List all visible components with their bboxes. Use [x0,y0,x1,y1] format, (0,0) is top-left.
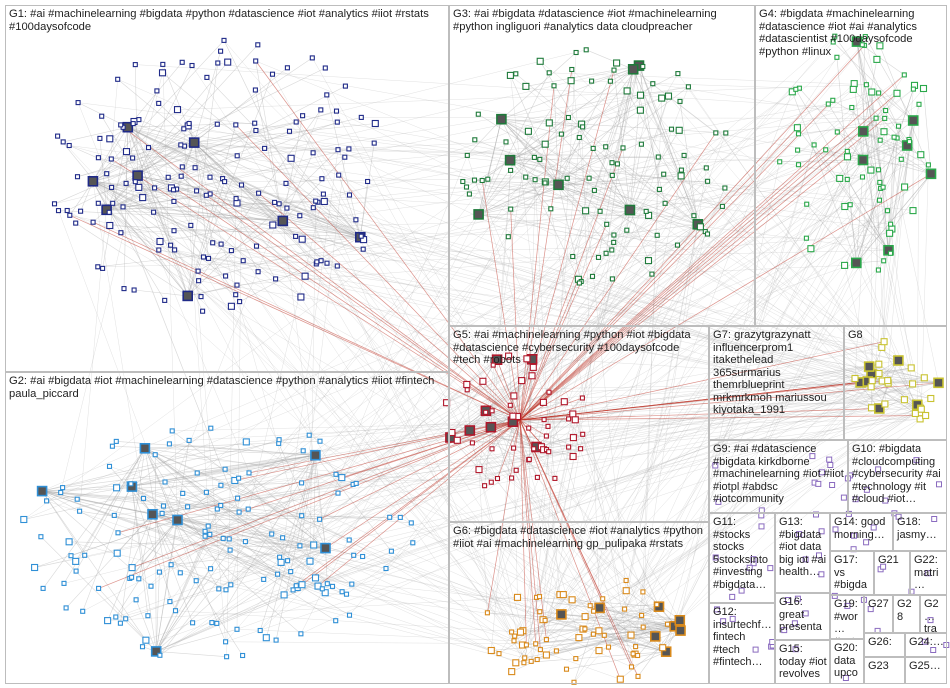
group-panel-g13: G13: #bigdata #iot data big iot #ai heal… [775,513,830,593]
group-label-g15: G15: today #iot revolves… [779,643,827,684]
group-panel-g14: G14: good morning… [830,513,893,551]
group-label-g24: G24:… [909,636,944,649]
group-panel-g29: G2… tra… [920,595,947,633]
group-label-g18: G18: jasmy… [897,516,944,541]
group-panel-g27: G27 [864,595,893,633]
group-label-g19: G19: #wor… #pyt… [834,598,861,639]
group-label-g9: G9: #ai #datascience #bigdata kirkdborne… [713,443,845,506]
group-label-g4: G4: #bigdata #machinelearning #datascien… [759,8,944,58]
group-panel-g1: G1: #ai #machinelearning #bigdata #pytho… [5,5,449,372]
group-panel-g19: G19: #wor… #pyt… [830,595,864,639]
group-panel-g12: G12: insurtechf… fintech #tech #fintech… [709,603,775,684]
group-panel-g5: G5: #ai #machinelearning #python #iot #b… [449,326,709,522]
group-label-g16: G16: great presenta… [779,596,827,640]
group-label-g1: G1: #ai #machinelearning #bigdata #pytho… [9,8,446,33]
group-label-g17: G17: vs #bigda… #datas… [834,554,871,595]
group-panel-g7: G7: grazytgrazynatt influencerprom1 itak… [709,326,844,440]
group-panel-g4: G4: #bigdata #machinelearning #datascien… [755,5,947,326]
group-panel-g8: G8 [844,326,947,440]
group-panel-g2: G2: #ai #bigdata #iot #machinelearning #… [5,372,449,684]
group-panel-g10: G10: #bigdata #cloudcomputing #cybersecu… [848,440,947,513]
group-panel-g18: G18: jasmy… [893,513,947,551]
group-label-g28: G28 [897,598,917,623]
group-panel-g26: G26:… [864,633,905,657]
group-panel-g23: G23 [864,657,905,684]
group-panel-g24: G24:… [905,633,947,657]
group-panel-g21: G21 [874,551,910,595]
group-label-g20: G20: data upco… [834,642,861,684]
group-label-g10: G10: #bigdata #cloudcomputing #cybersecu… [852,443,944,506]
group-panel-g20: G20: data upco… [830,639,864,684]
group-label-g6: G6: #bigdata #datascience #iot #analytic… [453,525,706,550]
group-panel-g25: G25… [905,657,947,684]
group-panel-g3: G3: #ai #bigdata #datascience #iot #mach… [449,5,755,326]
group-panel-g16: G16: great presenta… [775,593,830,640]
group-label-g25: G25… [909,660,944,673]
group-label-g2: G2: #ai #bigdata #iot #machinelearning #… [9,375,446,400]
group-label-g21: G21 [878,554,907,567]
group-label-g11: G11: #stocks stocks 5stocksinto #investi… [713,516,772,591]
group-label-g5: G5: #ai #machinelearning #python #iot #b… [453,329,706,367]
group-label-g27: G27 [868,598,890,611]
group-panel-g17: G17: vs #bigda… #datas… [830,551,874,595]
group-label-g3: G3: #ai #bigdata #datascience #iot #mach… [453,8,752,33]
group-label-g26: G26:… [868,636,902,657]
group-panel-g22: G22: matri… man… [910,551,947,595]
group-label-g14: G14: good morning… [834,516,890,541]
group-panel-g11: G11: #stocks stocks 5stocksinto #investi… [709,513,775,603]
group-label-g13: G13: #bigdata #iot data big iot #ai heal… [779,516,827,579]
group-panel-g9: G9: #ai #datascience #bigdata kirkdborne… [709,440,848,513]
group-label-g8: G8 [848,329,944,342]
group-panel-g28: G28 [893,595,920,633]
group-label-g12: G12: insurtechf… fintech #tech #fintech… [713,606,772,669]
group-label-g23: G23 [868,660,902,673]
group-panel-g15: G15: today #iot revolves… [775,640,830,684]
group-label-g22: G22: matri… man… [914,554,944,595]
group-label-g7: G7: grazytgrazynatt influencerprom1 itak… [713,329,841,417]
group-label-g29: G2… tra… [924,598,944,633]
group-panel-g6: G6: #bigdata #datascience #iot #analytic… [449,522,709,684]
